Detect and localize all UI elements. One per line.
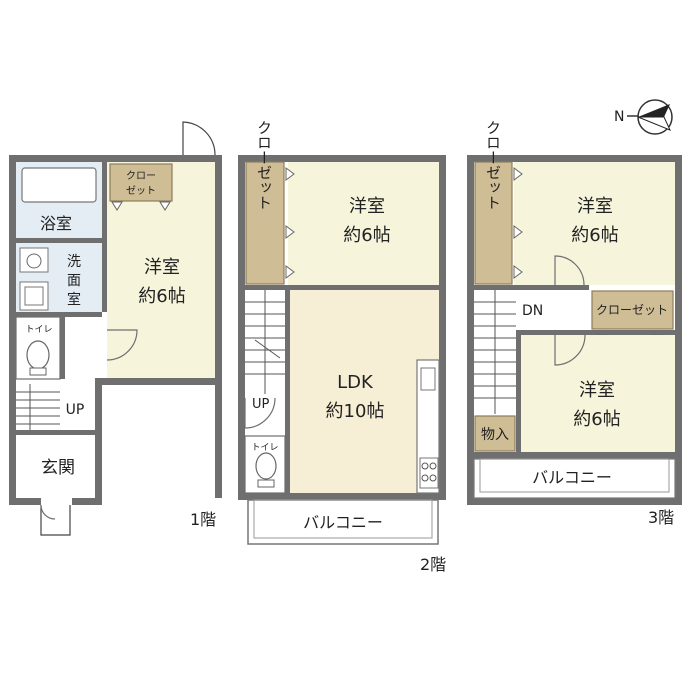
f3-closet-horizontal-label: クローゼット	[596, 303, 668, 317]
f1-toilet-label: トイレ	[25, 325, 52, 335]
f3-dn-label: DN	[522, 303, 543, 319]
f2-ldk-name: LDK	[337, 372, 374, 393]
floor-3: クローゼット 洋室 約6帖 DN クローゼット	[467, 120, 682, 527]
f1-entrance-label: 玄関	[41, 458, 75, 478]
f2-toilet-label: トイレ	[251, 443, 278, 453]
f1-up-label: UP	[66, 402, 85, 418]
f3-western-room2-name: 洋室	[579, 380, 615, 401]
f2-ldk-size: 約10帖	[326, 401, 385, 422]
f2-closet-label: クローゼット	[255, 120, 273, 210]
f3-balcony-label: バルコニー	[532, 468, 612, 487]
f1-floor-label: 1階	[190, 510, 216, 529]
f3-western-room1-name: 洋室	[577, 196, 613, 217]
compass: N	[614, 99, 673, 135]
f3-closet-vertical-label: クローゼット	[484, 120, 502, 210]
f2-western-room-name: 洋室	[349, 196, 385, 217]
f3-western-room1-size: 約6帖	[571, 225, 618, 246]
floor-2: クローゼット 洋室 約6帖 DN UP LDK 約10帖	[238, 120, 446, 574]
f3-western-room2-size: 約6帖	[573, 409, 620, 430]
f3-storage-label: 物入	[481, 427, 509, 443]
f1-wash-label-line2: 面	[67, 273, 81, 289]
f1-western-room-name: 洋室	[144, 257, 180, 278]
f1-western-room-size: 約6帖	[138, 286, 185, 307]
f3-floor-label: 3階	[648, 508, 674, 527]
f2-up-label: UP	[252, 397, 270, 412]
floor-1: クロー ゼット 洋室 約6帖 浴室 洗 面 室 トイレ	[9, 121, 222, 536]
f2-floor-label: 2階	[420, 555, 446, 574]
f2-balcony-label: バルコニー	[303, 513, 383, 532]
f1-closet-label-line1: クロー	[126, 170, 156, 182]
f1-wash-label-line3: 室	[67, 291, 81, 308]
f2-western-room-size: 約6帖	[343, 225, 390, 246]
compass-north-letter: N	[614, 109, 624, 125]
f1-closet-label-line2: ゼット	[126, 185, 156, 197]
f1-bath-label: 浴室	[40, 214, 72, 233]
f1-wash-label-line1: 洗	[67, 254, 81, 270]
